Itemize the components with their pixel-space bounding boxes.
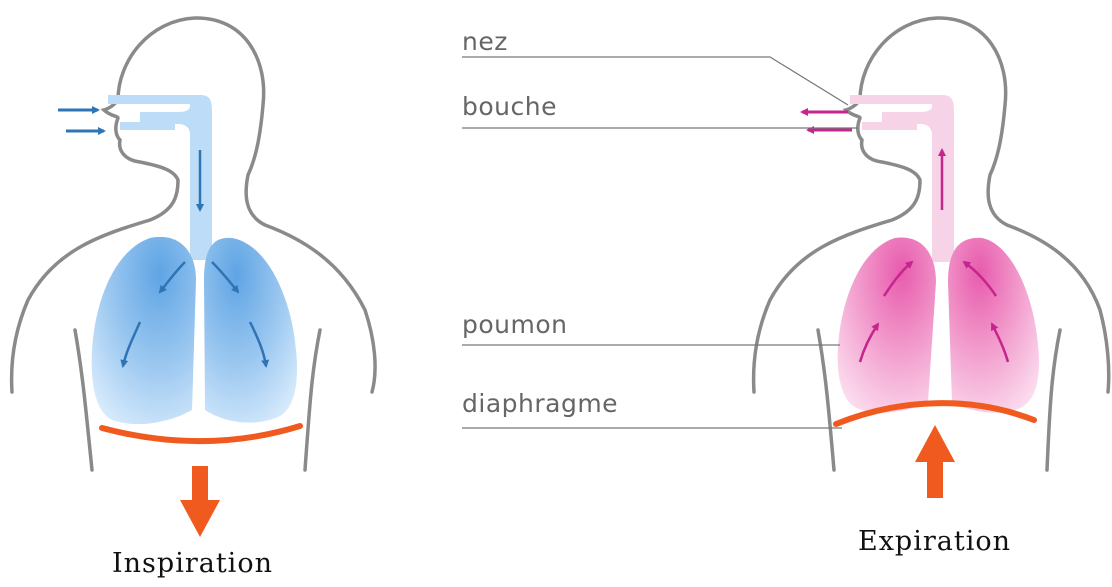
label-bouche: bouche xyxy=(462,92,557,121)
inspiration-figure xyxy=(12,18,376,537)
left-lung xyxy=(92,237,196,424)
right-lung xyxy=(204,238,297,423)
arrow-up-icon xyxy=(915,425,955,498)
labels: nez bouche poumon diaphragme xyxy=(462,27,858,428)
caption-inspiration: Inspiration xyxy=(112,548,273,579)
airway xyxy=(850,95,954,262)
expiration-figure xyxy=(754,18,1109,498)
label-diaphragme: diaphragme xyxy=(462,389,618,418)
label-nez: nez xyxy=(462,27,508,56)
caption-expiration: Expiration xyxy=(858,526,1011,557)
arrow-down-icon xyxy=(180,466,220,537)
airway xyxy=(108,95,212,260)
diaphragm xyxy=(102,426,300,441)
label-poumon: poumon xyxy=(462,310,568,339)
left-lung xyxy=(838,237,936,412)
